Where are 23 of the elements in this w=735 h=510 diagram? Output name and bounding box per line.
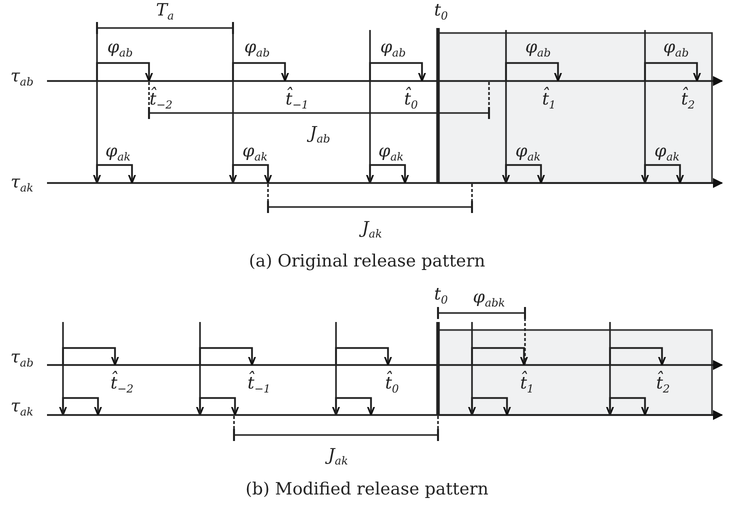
task-label: τ$_{ab}$ (10, 67, 34, 89)
task-label: τ$_{ak}$ (10, 173, 34, 195)
offset-label: φ$_{ak}$ (378, 142, 404, 164)
offset-label: φ$_{ab}$ (244, 38, 270, 60)
offset-label: φ$_{ak}$ (515, 142, 541, 164)
task-label: τ$_{ab}$ (10, 348, 34, 370)
jitter-label: J$_{ab}$ (310, 124, 330, 146)
offset-label: φ$_{ab}$ (380, 38, 406, 60)
time-label: t$_{0}$ (434, 285, 448, 307)
offset-label: φ$_{ak}$ (105, 142, 131, 164)
figure-caption: (a) Original release pattern (248, 252, 486, 272)
offset-label: φ$_{ab}$ (107, 38, 133, 60)
offset-label: φ$_{ak}$ (654, 142, 680, 164)
offset-label: φ$_{ab}$ (525, 38, 551, 60)
offset-label: φ$_{abk}$ (472, 288, 506, 310)
jitter-label: J$_{ak}$ (362, 219, 382, 241)
offset-label: φ$_{ab}$ (663, 38, 689, 60)
jitter-label: J$_{ak}$ (328, 446, 348, 468)
task-label: τ$_{ak}$ (10, 397, 34, 419)
period-label: T$_{a}$ (156, 1, 174, 23)
time-label: t$_{0}$ (434, 1, 448, 23)
offset-label: φ$_{ak}$ (242, 142, 268, 164)
figure-caption: (b) Modified release pattern (245, 480, 489, 500)
